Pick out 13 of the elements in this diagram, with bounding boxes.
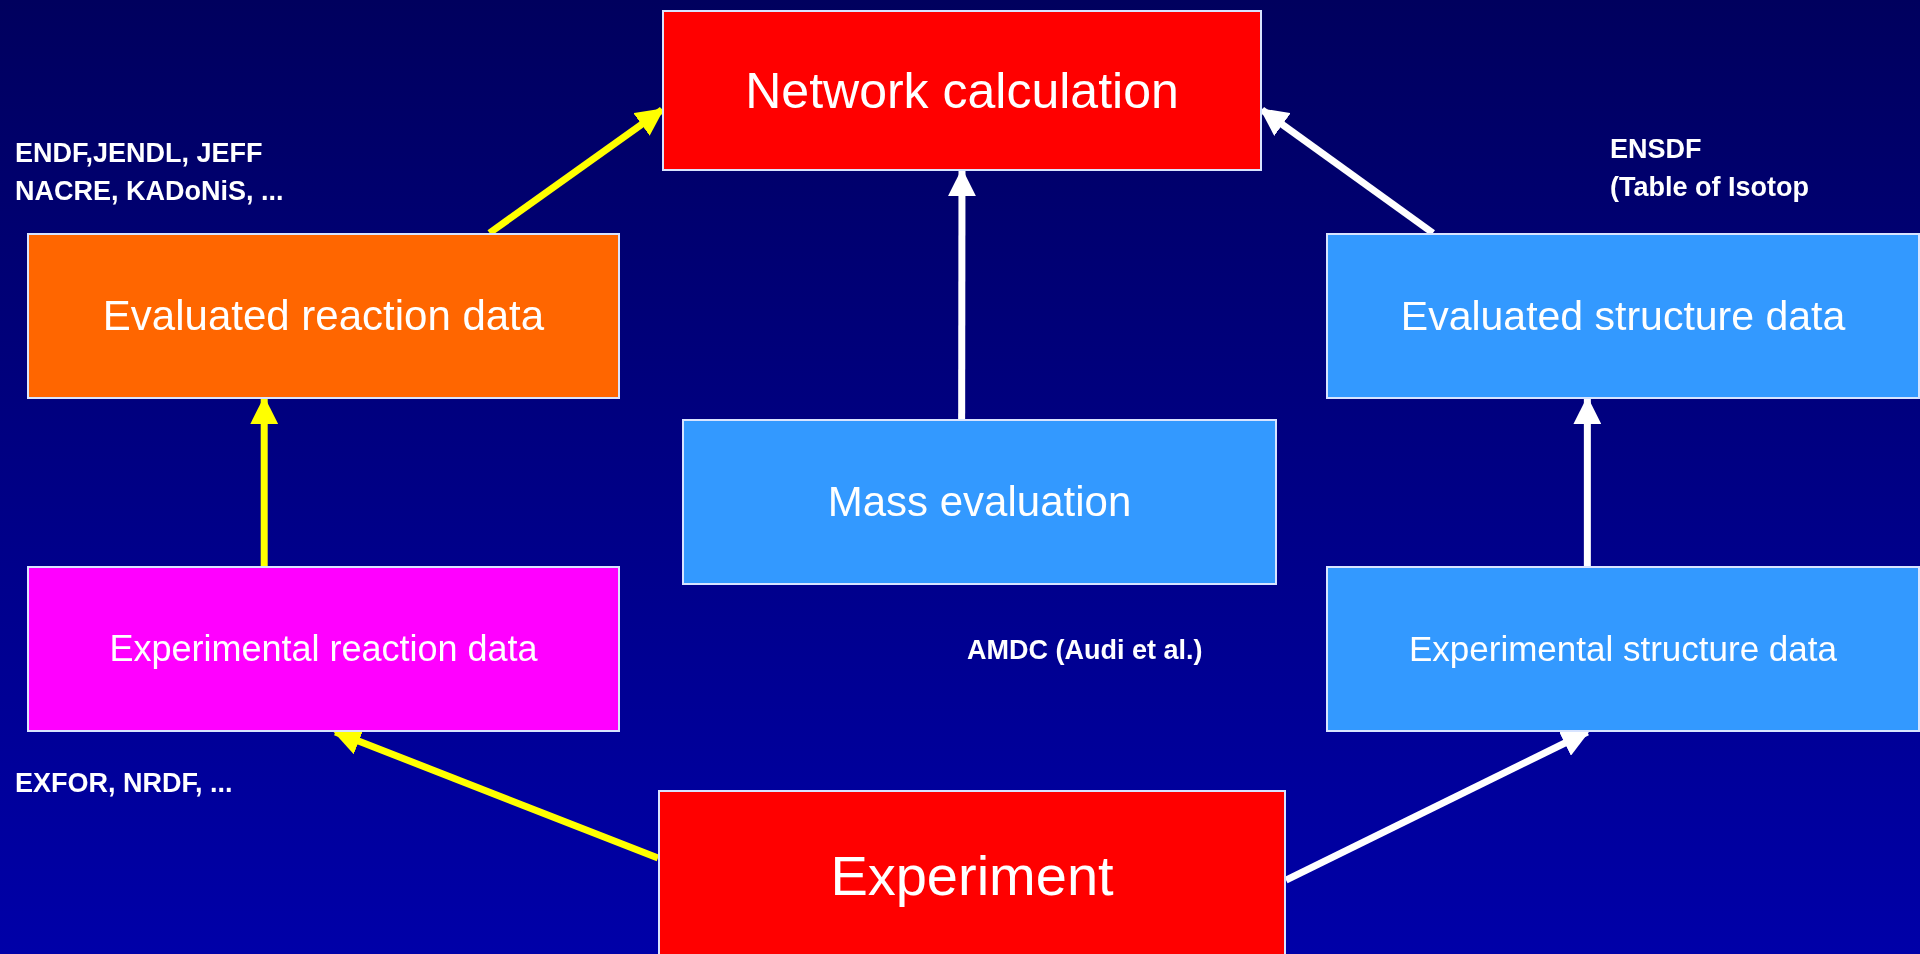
source-label: ENSDF bbox=[1610, 134, 1702, 165]
process-box: Mass evaluation bbox=[682, 419, 1277, 585]
source-label: ENDF,JENDL, JEFF bbox=[15, 138, 263, 169]
process-box: Network calculation bbox=[662, 10, 1262, 171]
process-box: Evaluated reaction data bbox=[27, 233, 620, 399]
process-box: Experimental reaction data bbox=[27, 566, 620, 732]
process-box: Experiment bbox=[658, 790, 1286, 954]
source-label: EXFOR, NRDF, ... bbox=[15, 768, 233, 799]
source-label: (Table of Isotop bbox=[1610, 172, 1809, 203]
source-label: AMDC (Audi et al.) bbox=[967, 635, 1203, 666]
process-box: Evaluated structure data bbox=[1326, 233, 1920, 399]
process-box: Experimental structure data bbox=[1326, 566, 1920, 732]
source-label: NACRE, KADoNiS, ... bbox=[15, 176, 284, 207]
